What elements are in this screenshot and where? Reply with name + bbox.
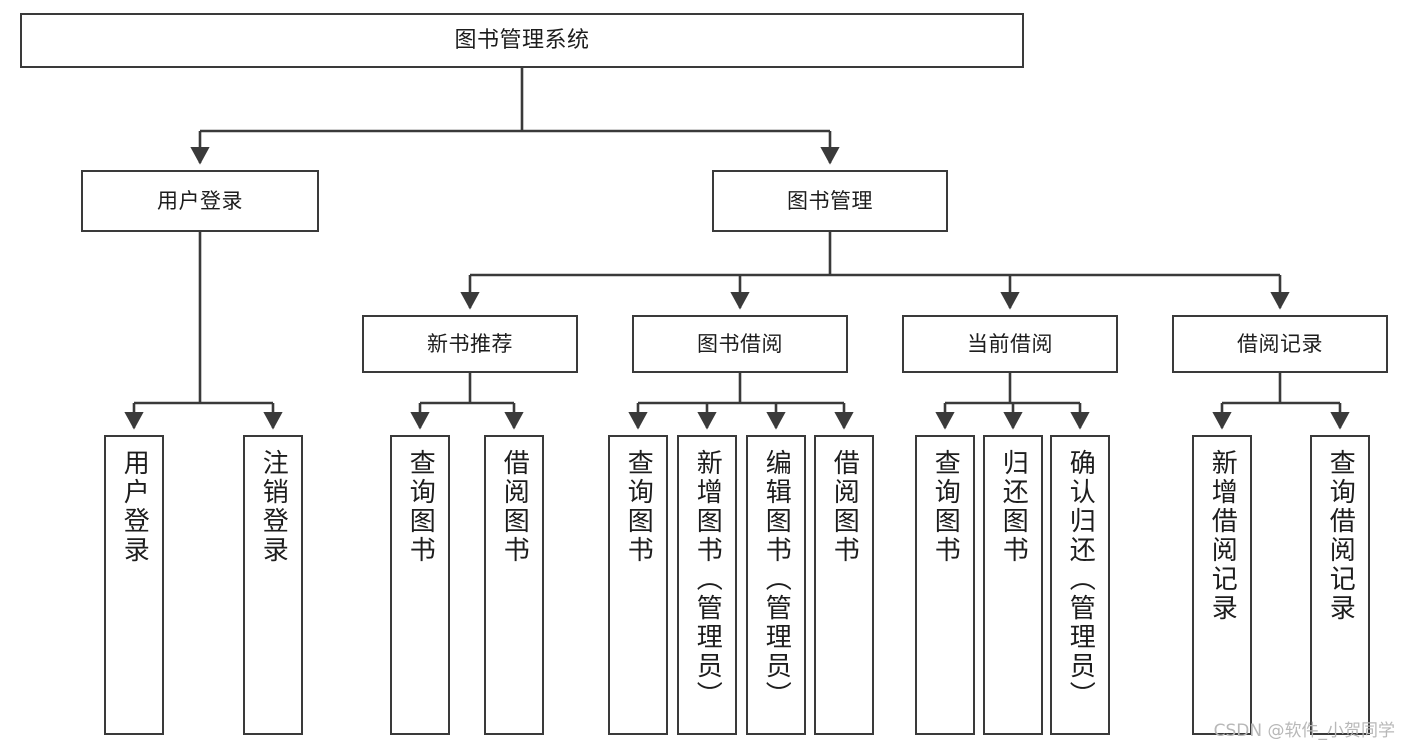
leaf-book-borrow-edit[interactable]: 编辑图书（管理员） bbox=[746, 435, 806, 735]
node-new-book-recommend[interactable]: 新书推荐 bbox=[362, 315, 578, 373]
node-label: 当前借阅 bbox=[967, 331, 1053, 356]
leaf-borrow-record-query[interactable]: 查询借阅记录 bbox=[1310, 435, 1370, 735]
node-label: 新书推荐 bbox=[427, 331, 513, 356]
leaf-new-book-borrow[interactable]: 借阅图书 bbox=[484, 435, 544, 735]
node-label: 用户登录 bbox=[119, 449, 150, 565]
node-label: 查询借阅记录 bbox=[1325, 449, 1356, 623]
node-label: 查询图书 bbox=[930, 449, 961, 565]
node-root-system[interactable]: 图书管理系统 bbox=[20, 13, 1024, 68]
leaf-current-borrow-confirm-return[interactable]: 确认归还（管理员） bbox=[1050, 435, 1110, 735]
leaf-borrow-record-add[interactable]: 新增借阅记录 bbox=[1192, 435, 1252, 735]
node-label: 确认归还（管理员） bbox=[1065, 449, 1096, 710]
node-label: 新增借阅记录 bbox=[1207, 449, 1238, 623]
leaf-current-borrow-return[interactable]: 归还图书 bbox=[983, 435, 1043, 735]
leaf-book-borrow-add[interactable]: 新增图书（管理员） bbox=[677, 435, 737, 735]
node-label: 归还图书 bbox=[998, 449, 1029, 565]
node-label: 查询图书 bbox=[623, 449, 654, 565]
node-current-borrow[interactable]: 当前借阅 bbox=[902, 315, 1118, 373]
node-label: 借阅记录 bbox=[1237, 331, 1323, 356]
node-label: 新增图书（管理员） bbox=[692, 449, 723, 710]
leaf-user-login-signin[interactable]: 用户登录 bbox=[104, 435, 164, 735]
node-book-management[interactable]: 图书管理 bbox=[712, 170, 948, 232]
leaf-new-book-query[interactable]: 查询图书 bbox=[390, 435, 450, 735]
leaf-user-login-signout[interactable]: 注销登录 bbox=[243, 435, 303, 735]
node-label: 编辑图书（管理员） bbox=[761, 449, 792, 710]
node-label: 图书管理 bbox=[787, 188, 873, 213]
node-label: 注销登录 bbox=[258, 449, 289, 565]
node-label: 借阅图书 bbox=[829, 449, 860, 565]
leaf-book-borrow-borrow[interactable]: 借阅图书 bbox=[814, 435, 874, 735]
node-label: 图书管理系统 bbox=[454, 27, 590, 53]
node-borrow-record[interactable]: 借阅记录 bbox=[1172, 315, 1388, 373]
node-user-login[interactable]: 用户登录 bbox=[81, 170, 319, 232]
node-label: 借阅图书 bbox=[499, 449, 530, 565]
node-book-borrow[interactable]: 图书借阅 bbox=[632, 315, 848, 373]
leaf-current-borrow-query[interactable]: 查询图书 bbox=[915, 435, 975, 735]
node-label: 查询图书 bbox=[405, 449, 436, 565]
node-label: 图书借阅 bbox=[697, 331, 783, 356]
leaf-book-borrow-query[interactable]: 查询图书 bbox=[608, 435, 668, 735]
node-label: 用户登录 bbox=[157, 188, 243, 213]
